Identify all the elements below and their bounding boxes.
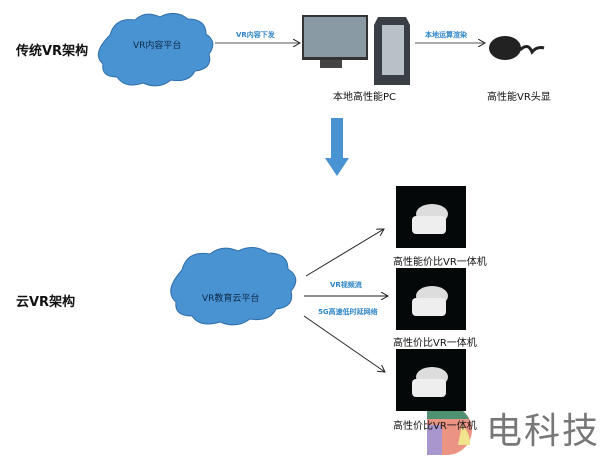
arrow-label: 本地运算渲染: [425, 31, 467, 39]
down-arrow-head: [325, 158, 349, 176]
cloud-vr-education-platform: [170, 247, 297, 326]
cloud-vr-content-platform: [97, 13, 214, 87]
stream-label: VR视频流: [330, 281, 362, 289]
traditional-architecture-title: 传统VR架构: [16, 44, 89, 59]
monitor-icon: [302, 15, 368, 68]
device-label: 高性价比VR一体机: [393, 421, 477, 432]
cloud-label: VR教育云平台: [202, 294, 260, 304]
pc-label: 本地高性能PC: [333, 92, 397, 103]
arrow-label: VR内容下发: [236, 31, 275, 39]
device-label: 高性能价比VR一体机: [393, 257, 487, 268]
down-arrow-shaft: [331, 118, 343, 158]
watermark-text: 电科技: [486, 411, 600, 452]
arrow-device-3: [303, 315, 385, 372]
cloud-label: VR内容平台: [133, 41, 182, 51]
vr-all-in-one-image: [396, 349, 466, 411]
network-label: 5G高速低时延网络: [318, 308, 378, 316]
vr-headset-icon: [489, 36, 545, 60]
vr-all-in-one-image: [396, 268, 466, 330]
pc-tower-icon: [374, 17, 410, 85]
device-label: 高性价比VR一体机: [393, 338, 477, 349]
cloud-vr-architecture-title: 云VR架构: [16, 295, 76, 310]
arrow-device-1: [305, 229, 384, 277]
vr-all-in-one-image: [396, 186, 466, 248]
headset-label: 高性能VR头显: [487, 92, 551, 103]
